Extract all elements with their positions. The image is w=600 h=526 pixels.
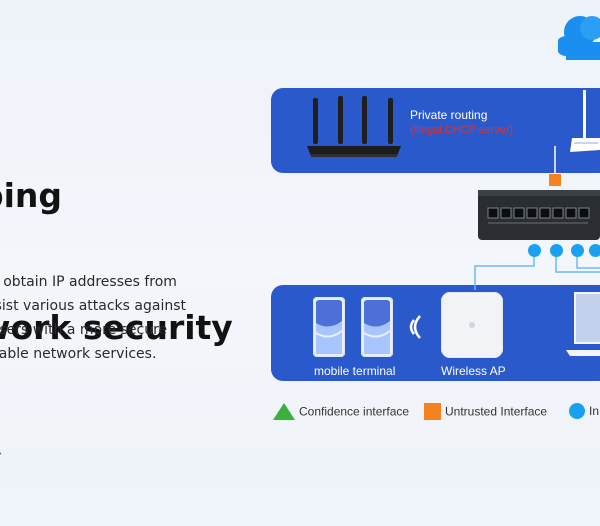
port-dot — [550, 244, 563, 257]
triangle-icon — [273, 403, 295, 420]
top-network-panel — [271, 88, 600, 173]
port-dot — [571, 244, 584, 257]
wireless-signal-icon — [409, 315, 421, 339]
legend-port: In — [569, 403, 599, 419]
square-icon — [424, 403, 441, 420]
cloud-icon — [558, 16, 600, 60]
description: ts obtain IP addresses from esist variou… — [0, 270, 200, 366]
description-line-3: users with a more secure — [0, 322, 168, 338]
legend-untrusted: Untrusted Interface — [424, 403, 547, 420]
headline: ping work security y — [0, 86, 233, 526]
router-icon — [307, 96, 401, 157]
laptop-icon — [566, 292, 600, 356]
description-line-4: stable network services. — [0, 346, 157, 362]
mobile-phone-icon — [313, 297, 345, 357]
description-line-2: esist various attacks against — [0, 298, 186, 314]
port-dot — [528, 244, 541, 257]
headline-line-3: y — [0, 438, 233, 482]
headline-line-2: work security — [0, 308, 233, 347]
routing-subtitle: (illegal DHCP server) — [410, 124, 514, 136]
wifi-router-icon — [570, 90, 600, 152]
legend-port-label: In — [589, 404, 600, 418]
circle-icon — [569, 403, 585, 419]
legend-confidence-label: Confidence interface — [299, 404, 410, 419]
wireless-ap-label: Wireless AP — [441, 364, 506, 378]
wireless-ap-icon — [441, 292, 503, 358]
headline-line-1: ping — [0, 176, 63, 215]
mobile-terminal-label: mobile terminal — [314, 364, 396, 378]
routing-title: Private routing — [410, 108, 488, 122]
legend-confidence: Confidence interface — [273, 403, 409, 420]
description-line-1: ts obtain IP addresses from — [0, 274, 177, 290]
port-dot — [589, 244, 600, 257]
legend-untrusted-label: Untrusted Interface — [445, 404, 548, 419]
mobile-phone-icon — [361, 297, 393, 357]
untrusted-port-marker — [549, 174, 561, 186]
switch-icon — [478, 190, 600, 240]
